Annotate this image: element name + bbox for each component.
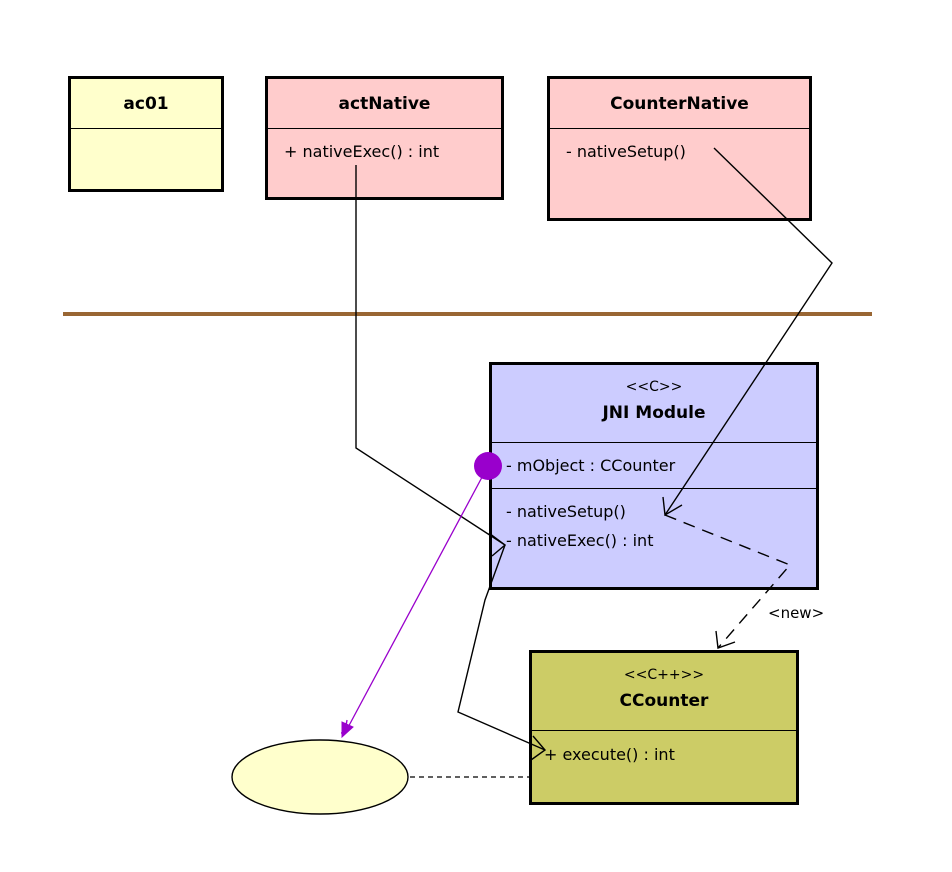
operation-native-exec: - nativeExec() : int: [506, 531, 654, 550]
dependency-nativeexec: [355, 165, 506, 546]
stereotype: <<C>>: [625, 379, 683, 395]
new-label: <new>: [768, 604, 825, 622]
class-ccounter[interactable]: <<C++>> CCounter + execute() : int: [529, 650, 799, 805]
instance-marker: [474, 452, 502, 480]
class-actnative[interactable]: actNative + nativeExec() : int: [265, 76, 504, 200]
instance-arrow-tip: [341, 721, 354, 739]
dependency-new: [664, 514, 792, 649]
class-counternative[interactable]: CounterNative - nativeSetup(): [547, 76, 812, 221]
dependency-execute: [457, 544, 546, 751]
class-title: CounterNative: [610, 94, 749, 114]
operation-native-setup: - nativeSetup(): [506, 502, 626, 521]
dependency-nativesetup: [664, 147, 833, 516]
arrowhead-nativesetup: [662, 496, 683, 517]
class-title: actNative: [338, 94, 431, 114]
object-ellipse: [231, 739, 409, 815]
class-jni-module[interactable]: <<C>> JNI Module - mObject : CCounter - …: [489, 362, 819, 590]
arrowhead-execute: [530, 735, 547, 761]
class-title: ac01: [123, 94, 169, 114]
class-title: JNI Module: [602, 403, 706, 423]
operation-execute: + execute() : int: [544, 745, 675, 764]
class-title: CCounter: [619, 691, 709, 711]
stereotype: <<C++>>: [623, 667, 705, 683]
class-ac01[interactable]: ac01: [68, 76, 224, 192]
operation-native-setup: - nativeSetup(): [566, 142, 686, 161]
operation-native-exec: + nativeExec() : int: [284, 142, 440, 161]
attribute-mobject: - mObject : CCounter: [506, 456, 676, 475]
instance-link: [344, 465, 489, 734]
arrowhead-new: [715, 630, 736, 649]
